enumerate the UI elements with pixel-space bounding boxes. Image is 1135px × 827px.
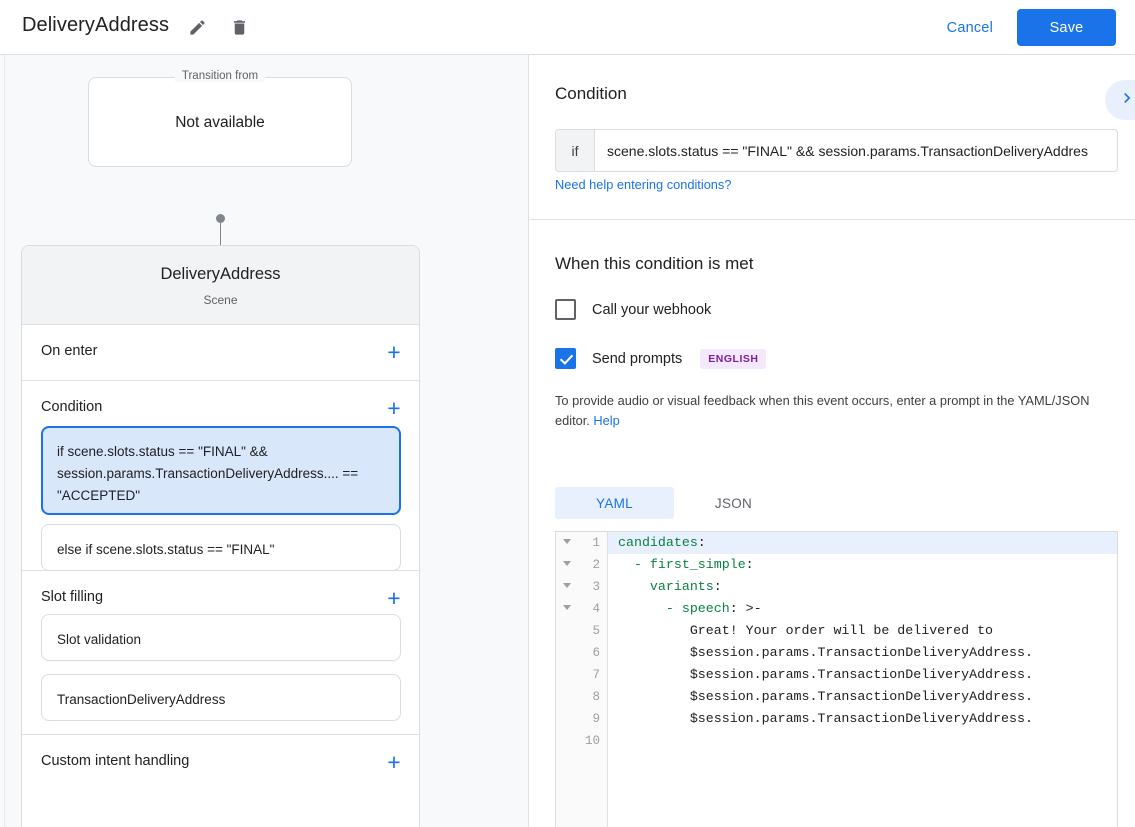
line-number: 2: [556, 554, 607, 576]
slot-item-transaction-delivery-address[interactable]: TransactionDeliveryAddress: [41, 674, 401, 721]
editor-format-tabs: YAML JSON: [555, 487, 793, 519]
transition-from-legend: Transition from: [174, 70, 266, 82]
connector-line: [219, 218, 221, 270]
scene-name: DeliveryAddress: [160, 265, 281, 283]
scene-header: DeliveryAddress Scene: [22, 246, 419, 325]
code-line[interactable]: variants:: [618, 579, 722, 594]
tab-yaml[interactable]: YAML: [555, 487, 674, 519]
section-custom-intent-handling: Custom intent handling +: [22, 735, 419, 791]
code-line[interactable]: $session.params.TransactionDeliveryAddre…: [618, 711, 1033, 726]
prompts-hint-text: To provide audio or visual feedback when…: [555, 393, 1090, 428]
code-line[interactable]: candidates:: [608, 532, 1117, 554]
trash-icon: [230, 18, 249, 37]
send-prompts-label: Send prompts: [592, 350, 683, 367]
collapse-panel-button[interactable]: [1105, 80, 1135, 120]
right-panel: Condition if Need help entering conditio…: [530, 55, 1135, 827]
line-number: 7: [592, 668, 600, 682]
top-app-bar: DeliveryAddress Cancel Save: [0, 0, 1135, 55]
condition-header-area: Condition if Need help entering conditio…: [530, 55, 1135, 220]
condition-panel-title: Condition: [555, 84, 627, 103]
call-webhook-row[interactable]: Call your webhook: [555, 299, 711, 320]
line-number: 3: [556, 576, 607, 598]
fold-arrow-icon[interactable]: [563, 539, 571, 544]
prompts-hint: To provide audio or visual feedback when…: [555, 391, 1121, 430]
left-panel: Transition from Not available Transition…: [0, 55, 529, 827]
add-on-enter-button[interactable]: +: [387, 338, 401, 365]
edit-name-button[interactable]: [183, 13, 211, 41]
slot-validation-item[interactable]: Slot validation: [41, 614, 401, 661]
section-condition: Condition + if scene.slots.status == "FI…: [22, 381, 419, 571]
scene-type: Scene: [203, 293, 238, 307]
fold-arrow-icon[interactable]: [563, 561, 571, 566]
code-line[interactable]: $session.params.TransactionDeliveryAddre…: [618, 645, 1033, 660]
section-title-on-enter: On enter: [41, 343, 98, 359]
section-title-custom-intent: Custom intent handling: [41, 753, 190, 769]
line-number: 6: [592, 646, 600, 660]
chevron-right-icon: [1117, 88, 1135, 113]
code-line[interactable]: $session.params.TransactionDeliveryAddre…: [618, 689, 1033, 704]
add-custom-intent-button[interactable]: +: [387, 748, 401, 775]
transition-from-box: Transition from Not available: [88, 70, 352, 167]
page-title: DeliveryAddress: [22, 14, 170, 36]
code-line[interactable]: - first_simple:: [618, 557, 754, 572]
fold-arrow-icon[interactable]: [563, 605, 571, 610]
code-line[interactable]: $session.params.TransactionDeliveryAddre…: [618, 667, 1033, 682]
tab-json[interactable]: JSON: [714, 495, 753, 511]
condition-help-link[interactable]: Need help entering conditions?: [555, 177, 732, 192]
code-line[interactable]: [608, 730, 1117, 752]
pencil-icon: [188, 18, 207, 37]
line-number: 10: [584, 734, 600, 748]
call-webhook-checkbox[interactable]: [555, 299, 576, 320]
section-slot-filling: Slot filling + Slot validation Transacti…: [22, 571, 419, 735]
section-title-slot-filling: Slot filling: [41, 589, 104, 605]
line-number: 9: [592, 712, 600, 726]
save-button[interactable]: Save: [1017, 9, 1116, 46]
condition-body: When this condition is met Call your web…: [530, 221, 1135, 827]
condition-input[interactable]: [595, 130, 1117, 171]
section-on-enter: On enter +: [22, 325, 419, 381]
fold-arrow-icon[interactable]: [563, 583, 571, 588]
delete-button[interactable]: [225, 13, 253, 41]
condition-item-selected[interactable]: if scene.slots.status == "FINAL" && sess…: [41, 426, 401, 515]
line-number: 4: [556, 598, 607, 620]
condition-if-prefix: if: [556, 130, 595, 171]
transition-to-box: Transition to DeliveryAddress Scene On e…: [21, 245, 420, 827]
line-number: 5: [592, 624, 600, 638]
send-prompts-row[interactable]: Send prompts ENGLISH: [555, 348, 767, 369]
language-badge: ENGLISH: [700, 348, 767, 369]
call-webhook-label: Call your webhook: [592, 301, 712, 318]
editor-code-area[interactable]: candidates: - first_simple: variants: - …: [608, 532, 1117, 827]
send-prompts-checkbox[interactable]: [555, 348, 576, 369]
condition-item[interactable]: else if scene.slots.status == "FINAL": [41, 524, 401, 571]
add-slot-filling-button[interactable]: +: [387, 584, 401, 611]
condition-input-row: if: [555, 129, 1118, 172]
when-condition-met-title: When this condition is met: [555, 254, 754, 273]
prompts-help-link[interactable]: Help: [593, 412, 620, 428]
code-line[interactable]: Great! Your order will be delivered to: [618, 623, 994, 638]
line-number: 1: [556, 532, 607, 554]
cancel-button[interactable]: Cancel: [946, 20, 993, 36]
transition-from-value: Not available: [175, 114, 265, 131]
left-rail: [0, 55, 5, 827]
code-line[interactable]: - speech: >-: [618, 601, 762, 616]
add-condition-button[interactable]: +: [387, 394, 401, 421]
line-number: 8: [592, 690, 600, 704]
section-title-condition: Condition: [41, 399, 103, 415]
